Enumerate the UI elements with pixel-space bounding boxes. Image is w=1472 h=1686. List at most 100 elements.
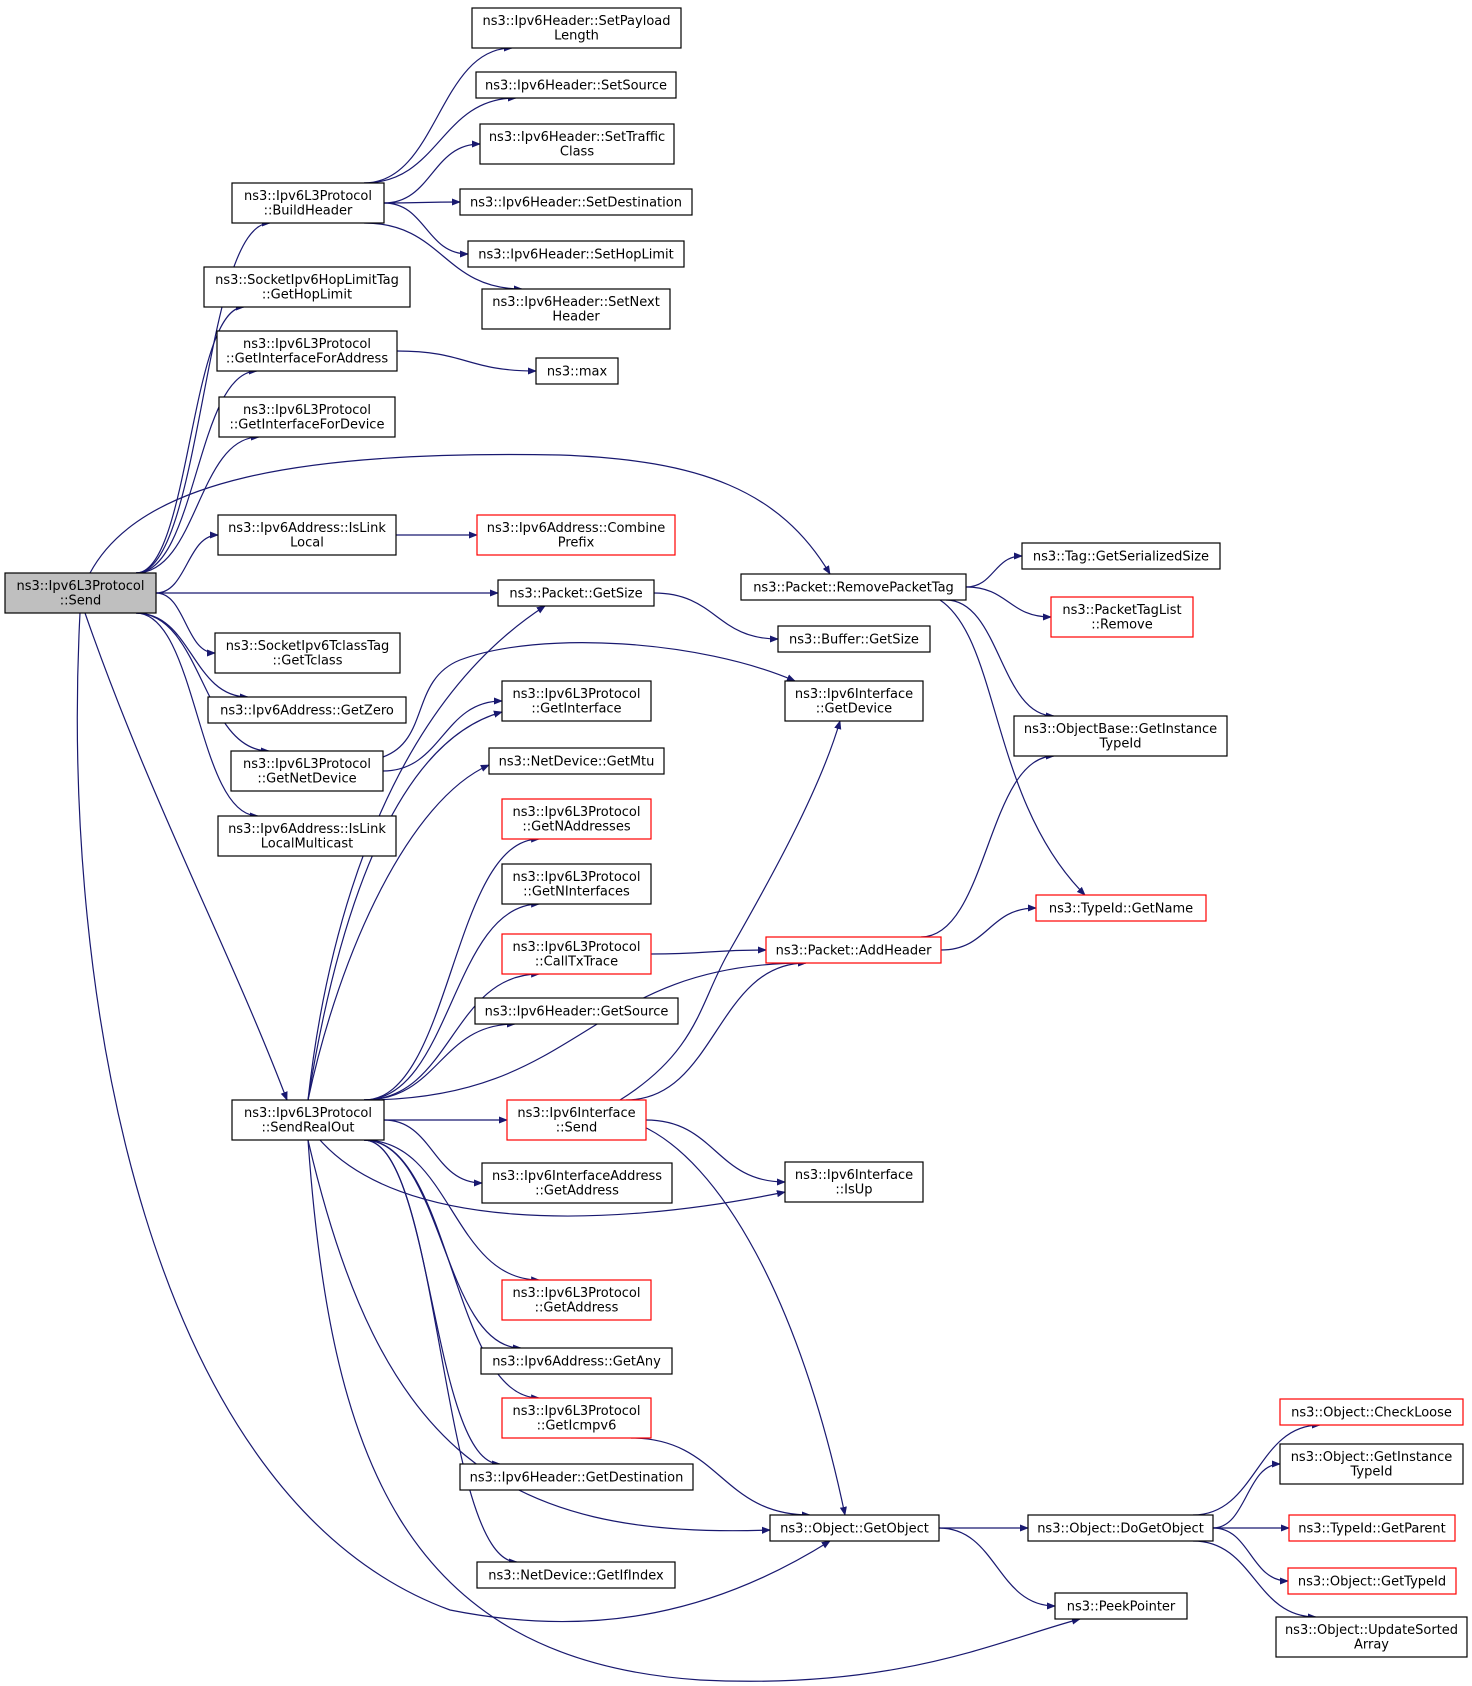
node-ifgetdevice[interactable]: ns3::Ipv6Interface::GetDevice: [784, 680, 924, 722]
node-box[interactable]: [1279, 1443, 1464, 1485]
node-box[interactable]: [475, 71, 677, 99]
node-box[interactable]: [1027, 1514, 1214, 1542]
node-box[interactable]: [214, 632, 401, 674]
node-getdestination[interactable]: ns3::Ipv6Header::GetDestination: [459, 1463, 694, 1491]
node-box[interactable]: [479, 123, 675, 165]
node-geticmpv6[interactable]: ns3::Ipv6L3Protocol::GetIcmpv6: [501, 1397, 652, 1439]
node-getaddress[interactable]: ns3::Ipv6L3Protocol::GetAddress: [501, 1279, 652, 1321]
node-setsource[interactable]: ns3::Ipv6Header::SetSource: [475, 71, 677, 99]
node-tagsersize[interactable]: ns3::Tag::GetSerializedSize: [1021, 542, 1221, 570]
node-box[interactable]: [467, 240, 685, 268]
node-getmtu[interactable]: ns3::NetDevice::GetMtu: [488, 747, 665, 775]
node-box[interactable]: [481, 288, 671, 330]
node-getsource[interactable]: ns3::Ipv6Header::GetSource: [474, 997, 679, 1025]
node-box[interactable]: [769, 1514, 940, 1542]
node-box[interactable]: [740, 573, 967, 601]
node-getany[interactable]: ns3::Ipv6Address::GetAny: [480, 1347, 673, 1375]
node-box[interactable]: [1054, 1592, 1188, 1620]
node-box[interactable]: [501, 798, 652, 840]
node-box[interactable]: [207, 696, 407, 724]
node-box[interactable]: [1050, 596, 1194, 638]
node-box[interactable]: [765, 936, 942, 964]
node-peekpointer[interactable]: ns3::PeekPointer: [1054, 1592, 1188, 1620]
node-box[interactable]: [476, 1561, 676, 1589]
node-box[interactable]: [784, 1161, 924, 1203]
node-sethoplimit[interactable]: ns3::Ipv6Header::SetHopLimit: [467, 240, 685, 268]
node-getinterface[interactable]: ns3::Ipv6L3Protocol::GetInterface: [501, 680, 652, 722]
node-box[interactable]: [231, 1099, 385, 1141]
node-dogetobject[interactable]: ns3::Object::DoGetObject: [1027, 1514, 1214, 1542]
node-typeidgetname[interactable]: ns3::TypeId::GetName: [1035, 894, 1207, 922]
node-box[interactable]: [459, 188, 693, 216]
node-getsize[interactable]: ns3::Packet::GetSize: [497, 579, 655, 607]
node-typeidgetparent[interactable]: ns3::TypeId::GetParent: [1288, 1514, 1456, 1542]
node-getnaddr[interactable]: ns3::Ipv6L3Protocol::GetNAddresses: [501, 798, 652, 840]
node-getifdev[interactable]: ns3::Ipv6L3Protocol::GetInterfaceForDevi…: [218, 396, 396, 438]
node-send[interactable]: ns3::Ipv6L3Protocol::Send: [4, 572, 157, 614]
node-box[interactable]: [4, 572, 157, 614]
node-box[interactable]: [218, 396, 396, 438]
node-box[interactable]: [230, 750, 384, 792]
node-box[interactable]: [459, 1463, 694, 1491]
node-box[interactable]: [476, 514, 676, 556]
node-box[interactable]: [784, 680, 924, 722]
node-box[interactable]: [501, 1279, 652, 1321]
node-box[interactable]: [1287, 1567, 1457, 1595]
node-sendrealout[interactable]: ns3::Ipv6L3Protocol::SendRealOut: [231, 1099, 385, 1141]
node-box[interactable]: [501, 863, 652, 905]
node-box[interactable]: [1279, 1398, 1464, 1426]
node-checkloose[interactable]: ns3::Object::CheckLoose: [1279, 1398, 1464, 1426]
node-box[interactable]: [1288, 1514, 1456, 1542]
node-getzero[interactable]: ns3::Ipv6Address::GetZero: [207, 696, 407, 724]
node-gethoplimit[interactable]: ns3::SocketIpv6HopLimitTag::GetHopLimit: [203, 266, 411, 308]
node-objgettypeid[interactable]: ns3::Object::GetTypeId: [1287, 1567, 1457, 1595]
node-getifaddr[interactable]: ns3::Ipv6L3Protocol::GetInterfaceForAddr…: [216, 330, 398, 372]
node-box[interactable]: [1013, 715, 1228, 757]
node-max[interactable]: ns3::max: [535, 357, 619, 385]
node-box[interactable]: [216, 330, 398, 372]
node-buffergetsize[interactable]: ns3::Buffer::GetSize: [777, 625, 931, 653]
node-gettclass[interactable]: ns3::SocketIpv6TclassTag::GetTclass: [214, 632, 401, 674]
node-box[interactable]: [480, 1347, 673, 1375]
node-box[interactable]: [497, 579, 655, 607]
node-box[interactable]: [1021, 542, 1221, 570]
node-getnetdevice[interactable]: ns3::Ipv6L3Protocol::GetNetDevice: [230, 750, 384, 792]
node-box[interactable]: [1275, 1616, 1468, 1658]
node-ifaddrget[interactable]: ns3::Ipv6InterfaceAddress::GetAddress: [481, 1162, 673, 1204]
node-box[interactable]: [1035, 894, 1207, 922]
node-getifindex[interactable]: ns3::NetDevice::GetIfIndex: [476, 1561, 676, 1589]
node-box[interactable]: [481, 1162, 673, 1204]
node-removetag[interactable]: ns3::Packet::RemovePacketTag: [740, 573, 967, 601]
node-taglistremove[interactable]: ns3::PacketTagList::Remove: [1050, 596, 1194, 638]
node-box[interactable]: [535, 357, 619, 385]
node-box[interactable]: [501, 1397, 652, 1439]
node-box[interactable]: [471, 7, 682, 49]
node-setdest[interactable]: ns3::Ipv6Header::SetDestination: [459, 188, 693, 216]
node-box[interactable]: [488, 747, 665, 775]
node-box[interactable]: [474, 997, 679, 1025]
node-getobject[interactable]: ns3::Object::GetObject: [769, 1514, 940, 1542]
node-addheader[interactable]: ns3::Packet::AddHeader: [765, 936, 942, 964]
node-box[interactable]: [501, 680, 652, 722]
node-getnif[interactable]: ns3::Ipv6L3Protocol::GetNInterfaces: [501, 863, 652, 905]
node-buildheader[interactable]: ns3::Ipv6L3Protocol::BuildHeader: [231, 182, 385, 224]
node-calltxtrace[interactable]: ns3::Ipv6L3Protocol::CallTxTrace: [501, 933, 652, 975]
node-box[interactable]: [203, 266, 411, 308]
node-box[interactable]: [777, 625, 931, 653]
node-box[interactable]: [506, 1099, 647, 1141]
node-box[interactable]: [501, 933, 652, 975]
node-ifsend[interactable]: ns3::Ipv6Interface::Send: [506, 1099, 647, 1141]
node-box[interactable]: [217, 514, 397, 556]
node-box[interactable]: [231, 182, 385, 224]
node-isup[interactable]: ns3::Ipv6Interface::IsUp: [784, 1161, 924, 1203]
node-box[interactable]: [217, 815, 397, 857]
